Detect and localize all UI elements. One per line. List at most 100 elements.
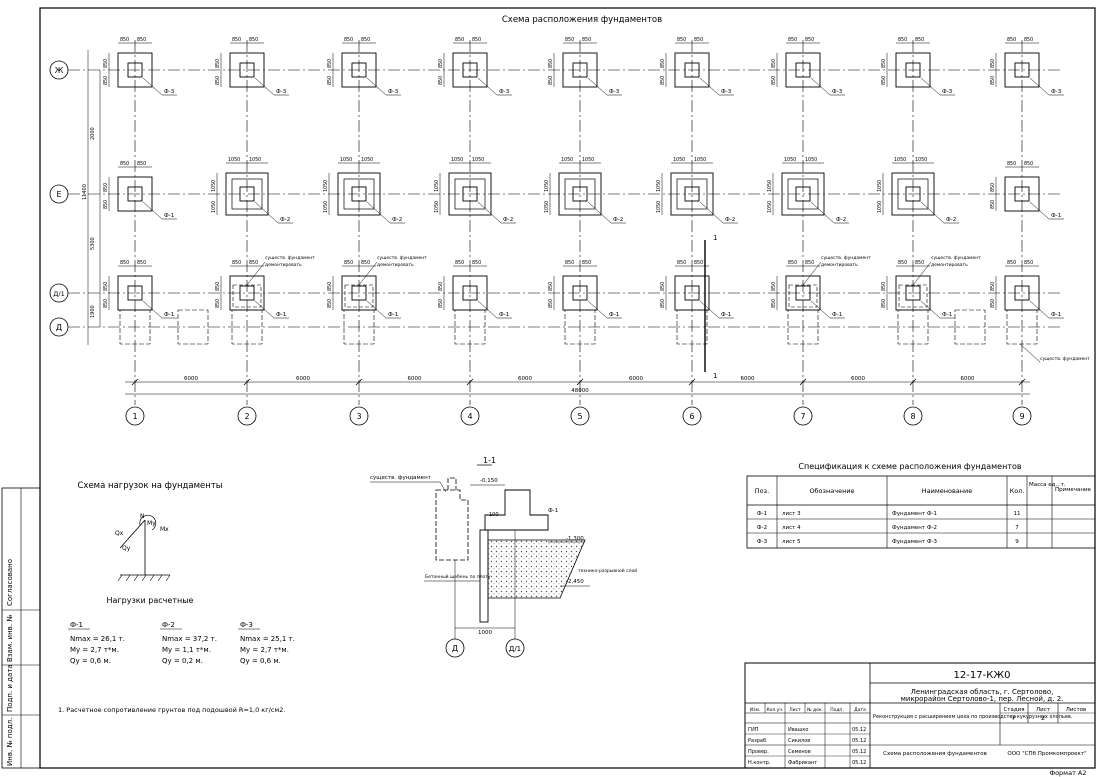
svg-text:1050: 1050 <box>340 157 352 163</box>
spec-h-pos: Поз. <box>755 487 769 495</box>
svg-text:My = 2,7 т*м.: My = 2,7 т*м. <box>70 646 119 654</box>
svg-text:Ф-3: Ф-3 <box>388 89 399 95</box>
svg-text:850: 850 <box>805 37 814 43</box>
svg-text:Ф-1: Ф-1 <box>388 312 398 318</box>
loads-title: Схема нагрузок на фундаменты <box>77 481 222 491</box>
svg-text:1050: 1050 <box>694 157 706 163</box>
svg-text:850: 850 <box>898 37 907 43</box>
section-dim-100: 100 <box>489 512 499 518</box>
spec-cell: 11 <box>1014 511 1021 517</box>
existing-footing <box>454 309 486 345</box>
svg-text:Ф-1: Ф-1 <box>942 312 952 318</box>
stamp-person: Сикилов <box>788 738 810 744</box>
svg-text:Ф-3: Ф-3 <box>164 89 175 95</box>
existing-footing <box>676 309 708 345</box>
svg-text:850: 850 <box>103 183 109 192</box>
svg-text:850: 850 <box>771 299 777 308</box>
col-axis-label: 2 <box>244 412 249 421</box>
svg-text:Nmax = 25,1 т.: Nmax = 25,1 т. <box>240 635 295 643</box>
svg-text:850: 850 <box>120 161 129 167</box>
svg-text:850: 850 <box>548 76 554 85</box>
spec-cell: 9 <box>1015 539 1019 545</box>
stamp-role: Провер. <box>748 749 769 755</box>
stamp-date: 05.12 <box>852 749 866 755</box>
span-label: 6000 <box>741 376 755 382</box>
svg-text:850: 850 <box>1024 37 1033 43</box>
svg-text:850: 850 <box>103 59 109 68</box>
spec-cell: Ф-2 <box>757 525 767 531</box>
svg-text:Qy = 0,2 м.: Qy = 0,2 м. <box>162 657 203 665</box>
row-axis-label: Ж <box>55 66 64 75</box>
svg-text:Ф-3: Ф-3 <box>609 89 620 95</box>
stamp-address-2: микрорайон Сертолово-1, пер. Лесной, д. … <box>901 695 1064 703</box>
svg-text:Ф-3: Ф-3 <box>276 89 287 95</box>
side-stamp-replace: Взам. инв. № <box>6 614 14 662</box>
svg-text:850: 850 <box>565 260 574 266</box>
svg-text:850: 850 <box>120 260 129 266</box>
svg-text:850: 850 <box>327 282 333 291</box>
col-axis-label: 3 <box>356 412 361 421</box>
svg-text:Ф-2: Ф-2 <box>162 621 175 629</box>
stamp-role: Разраб. <box>748 738 768 744</box>
svg-text:1050: 1050 <box>434 180 440 192</box>
svg-text:демонтировать: демонтировать <box>265 263 302 268</box>
section-fill-note: технико-разрывной слой <box>578 567 637 574</box>
existing-footing <box>564 309 596 345</box>
svg-text:5300: 5300 <box>90 237 96 250</box>
svg-text:850: 850 <box>660 282 666 291</box>
row-axis-label: Е <box>56 190 61 199</box>
svg-text:850: 850 <box>361 260 370 266</box>
section-axis-right: Д/1 <box>509 645 521 653</box>
svg-text:850: 850 <box>694 37 703 43</box>
svg-text:Ф-2: Ф-2 <box>836 217 846 223</box>
svg-text:850: 850 <box>1007 260 1016 266</box>
svg-text:850: 850 <box>548 59 554 68</box>
svg-text:1050: 1050 <box>805 157 817 163</box>
stamp-company: ООО "СПб Промкомпроект" <box>1007 751 1086 757</box>
svg-text:850: 850 <box>990 183 996 192</box>
svg-text:Nmax = 37,2 т.: Nmax = 37,2 т. <box>162 635 217 643</box>
load-sym-my: My <box>147 520 156 527</box>
svg-text:850: 850 <box>788 260 797 266</box>
side-stamp-inv: Инв. № подл. <box>6 718 14 766</box>
section-dim-1000: 1000 <box>478 630 492 636</box>
existing-footing <box>897 309 929 345</box>
load-sym-qx: Qx <box>115 530 124 537</box>
svg-text:1: 1 <box>713 372 717 380</box>
stamp-person: Фабрикант <box>788 760 817 766</box>
svg-text:Ф-3: Ф-3 <box>1051 89 1062 95</box>
section-lvl-ground: -1,300 <box>566 536 584 542</box>
existing-footing <box>119 309 151 345</box>
svg-text:Ф-3: Ф-3 <box>721 89 732 95</box>
existing-note: существ. фундамент <box>931 255 981 261</box>
col-axis-label: 6 <box>689 412 694 421</box>
existing-footing <box>787 309 819 345</box>
svg-text:850: 850 <box>881 59 887 68</box>
svg-text:Ф-2: Ф-2 <box>613 217 623 223</box>
svg-text:850: 850 <box>677 260 686 266</box>
existing-note: существ. фундамент <box>821 255 871 261</box>
stamp-head-cell: Лист <box>789 707 801 713</box>
spec-cell: 7 <box>1015 525 1019 531</box>
existing-note-right: существ. фундамент <box>1040 356 1090 362</box>
svg-text:850: 850 <box>990 299 996 308</box>
svg-text:850: 850 <box>249 260 258 266</box>
spec-cell: Фундамент Ф-3 <box>892 539 938 545</box>
svg-text:1050: 1050 <box>656 180 662 192</box>
svg-text:850: 850 <box>438 282 444 291</box>
svg-text:850: 850 <box>915 37 924 43</box>
existing-footing <box>343 309 375 345</box>
svg-text:Ф-1: Ф-1 <box>609 312 619 318</box>
load-item-2: Ф-2 Nmax = 37,2 т. My = 1,1 т*м. Qy = 0,… <box>160 621 217 665</box>
svg-text:850: 850 <box>215 59 221 68</box>
svg-text:850: 850 <box>582 37 591 43</box>
svg-text:850: 850 <box>771 76 777 85</box>
svg-text:850: 850 <box>660 76 666 85</box>
